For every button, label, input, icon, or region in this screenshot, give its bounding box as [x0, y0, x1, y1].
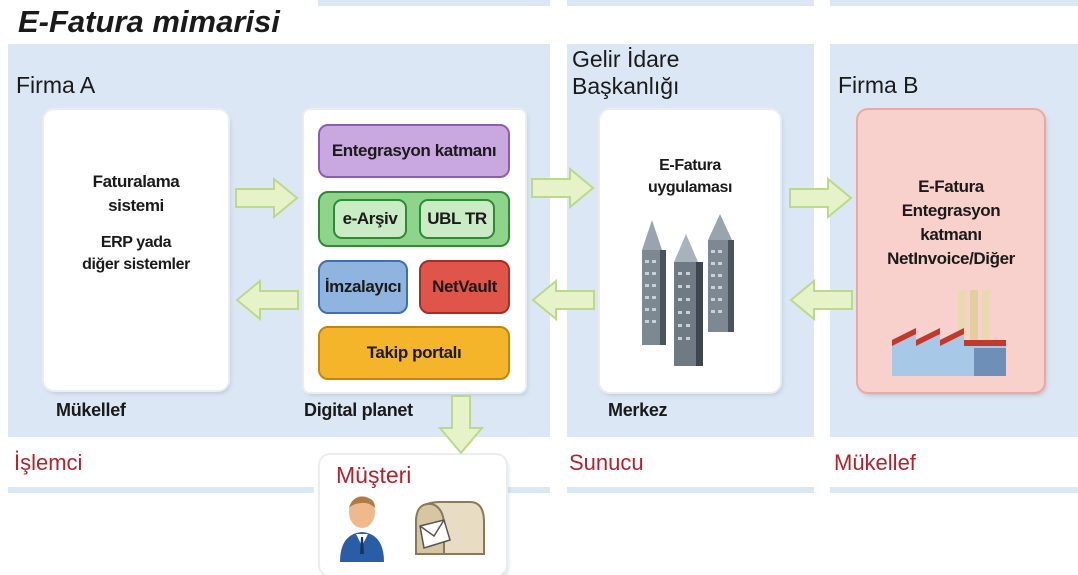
- module-entegrasyon: Entegrasyon katmanı: [318, 124, 510, 178]
- digital-planet-footer: Digital planet: [304, 400, 413, 420]
- mailbox-icon: [415, 501, 485, 555]
- firma-b-label: Firma B: [838, 72, 919, 98]
- gib-label-line2: Başkanlığı: [572, 73, 680, 99]
- arrow-left-icon: [789, 278, 853, 322]
- gib-efatura-line: E-Fatura: [659, 157, 721, 174]
- firma-b-card-text: E-Fatura Entegrasyon katmanı NetInvoice/…: [858, 175, 1044, 271]
- role-sunucu: Sunucu: [569, 450, 644, 475]
- chip-ubl: UBL TR: [419, 199, 495, 239]
- bottom-strip-left-b: [508, 487, 550, 493]
- gib-uygulamasi-line: uygulaması: [647, 179, 733, 196]
- arrow-right-icon: [235, 176, 299, 220]
- arrow-right-icon: [789, 176, 853, 220]
- person-icon: [340, 496, 384, 562]
- merkez-footer: Merkez: [608, 400, 668, 420]
- top-strip-left: [318, 0, 550, 6]
- firma-b-efatura-line: E-Fatura: [918, 177, 984, 196]
- arrow-right-icon: [531, 166, 595, 210]
- arrow-left-icon: [531, 278, 595, 322]
- role-mukellef: Mükellef: [834, 450, 916, 475]
- top-strip-middle: [567, 0, 814, 6]
- diger-sistemler-line: diğer sistemler: [82, 256, 190, 273]
- factory-icon: [892, 290, 1006, 376]
- faturalama-line: Faturalama: [92, 172, 180, 191]
- role-islemci: İşlemci: [14, 450, 83, 475]
- module-imzalayici: İmzalayıcı: [318, 260, 408, 314]
- module-takip: Takip portalı: [318, 326, 510, 380]
- page-title: E-Fatura mimarisi: [18, 4, 280, 39]
- arrow-down-icon: [437, 395, 485, 455]
- gib-label-line1: Gelir İdare: [572, 46, 680, 72]
- firma-a-label: Firma A: [16, 72, 96, 98]
- bottom-strip-left-a: [8, 487, 314, 493]
- arrow-left-icon: [235, 278, 299, 322]
- firma-a-card: [44, 110, 228, 390]
- erp-line: ERP yada: [100, 234, 172, 251]
- musteri-label: Müşteri: [336, 462, 412, 488]
- bottom-strip-right: [830, 487, 1078, 493]
- firma-b-entegrasyon-line: Entegrasyon: [901, 201, 1001, 220]
- firma-b-netinvoice-line: NetInvoice/Diğer: [887, 249, 1015, 268]
- sistemi-line: sistemi: [108, 196, 164, 215]
- module-netvault: NetVault: [419, 260, 510, 314]
- firma-b-katmani-line: katmanı: [920, 225, 982, 244]
- buildings-icon: [642, 214, 734, 366]
- chip-earsiv: e-Arşiv: [333, 199, 407, 239]
- gib-card-text: E-Fatura uygulaması: [600, 155, 780, 199]
- bottom-strip-middle: [567, 487, 814, 493]
- firma-a-card-text: Faturalama sistemi ERP yada diğer sistem…: [44, 170, 228, 276]
- top-strip-right: [830, 0, 1078, 6]
- mukellef-footer: Mükellef: [56, 400, 126, 420]
